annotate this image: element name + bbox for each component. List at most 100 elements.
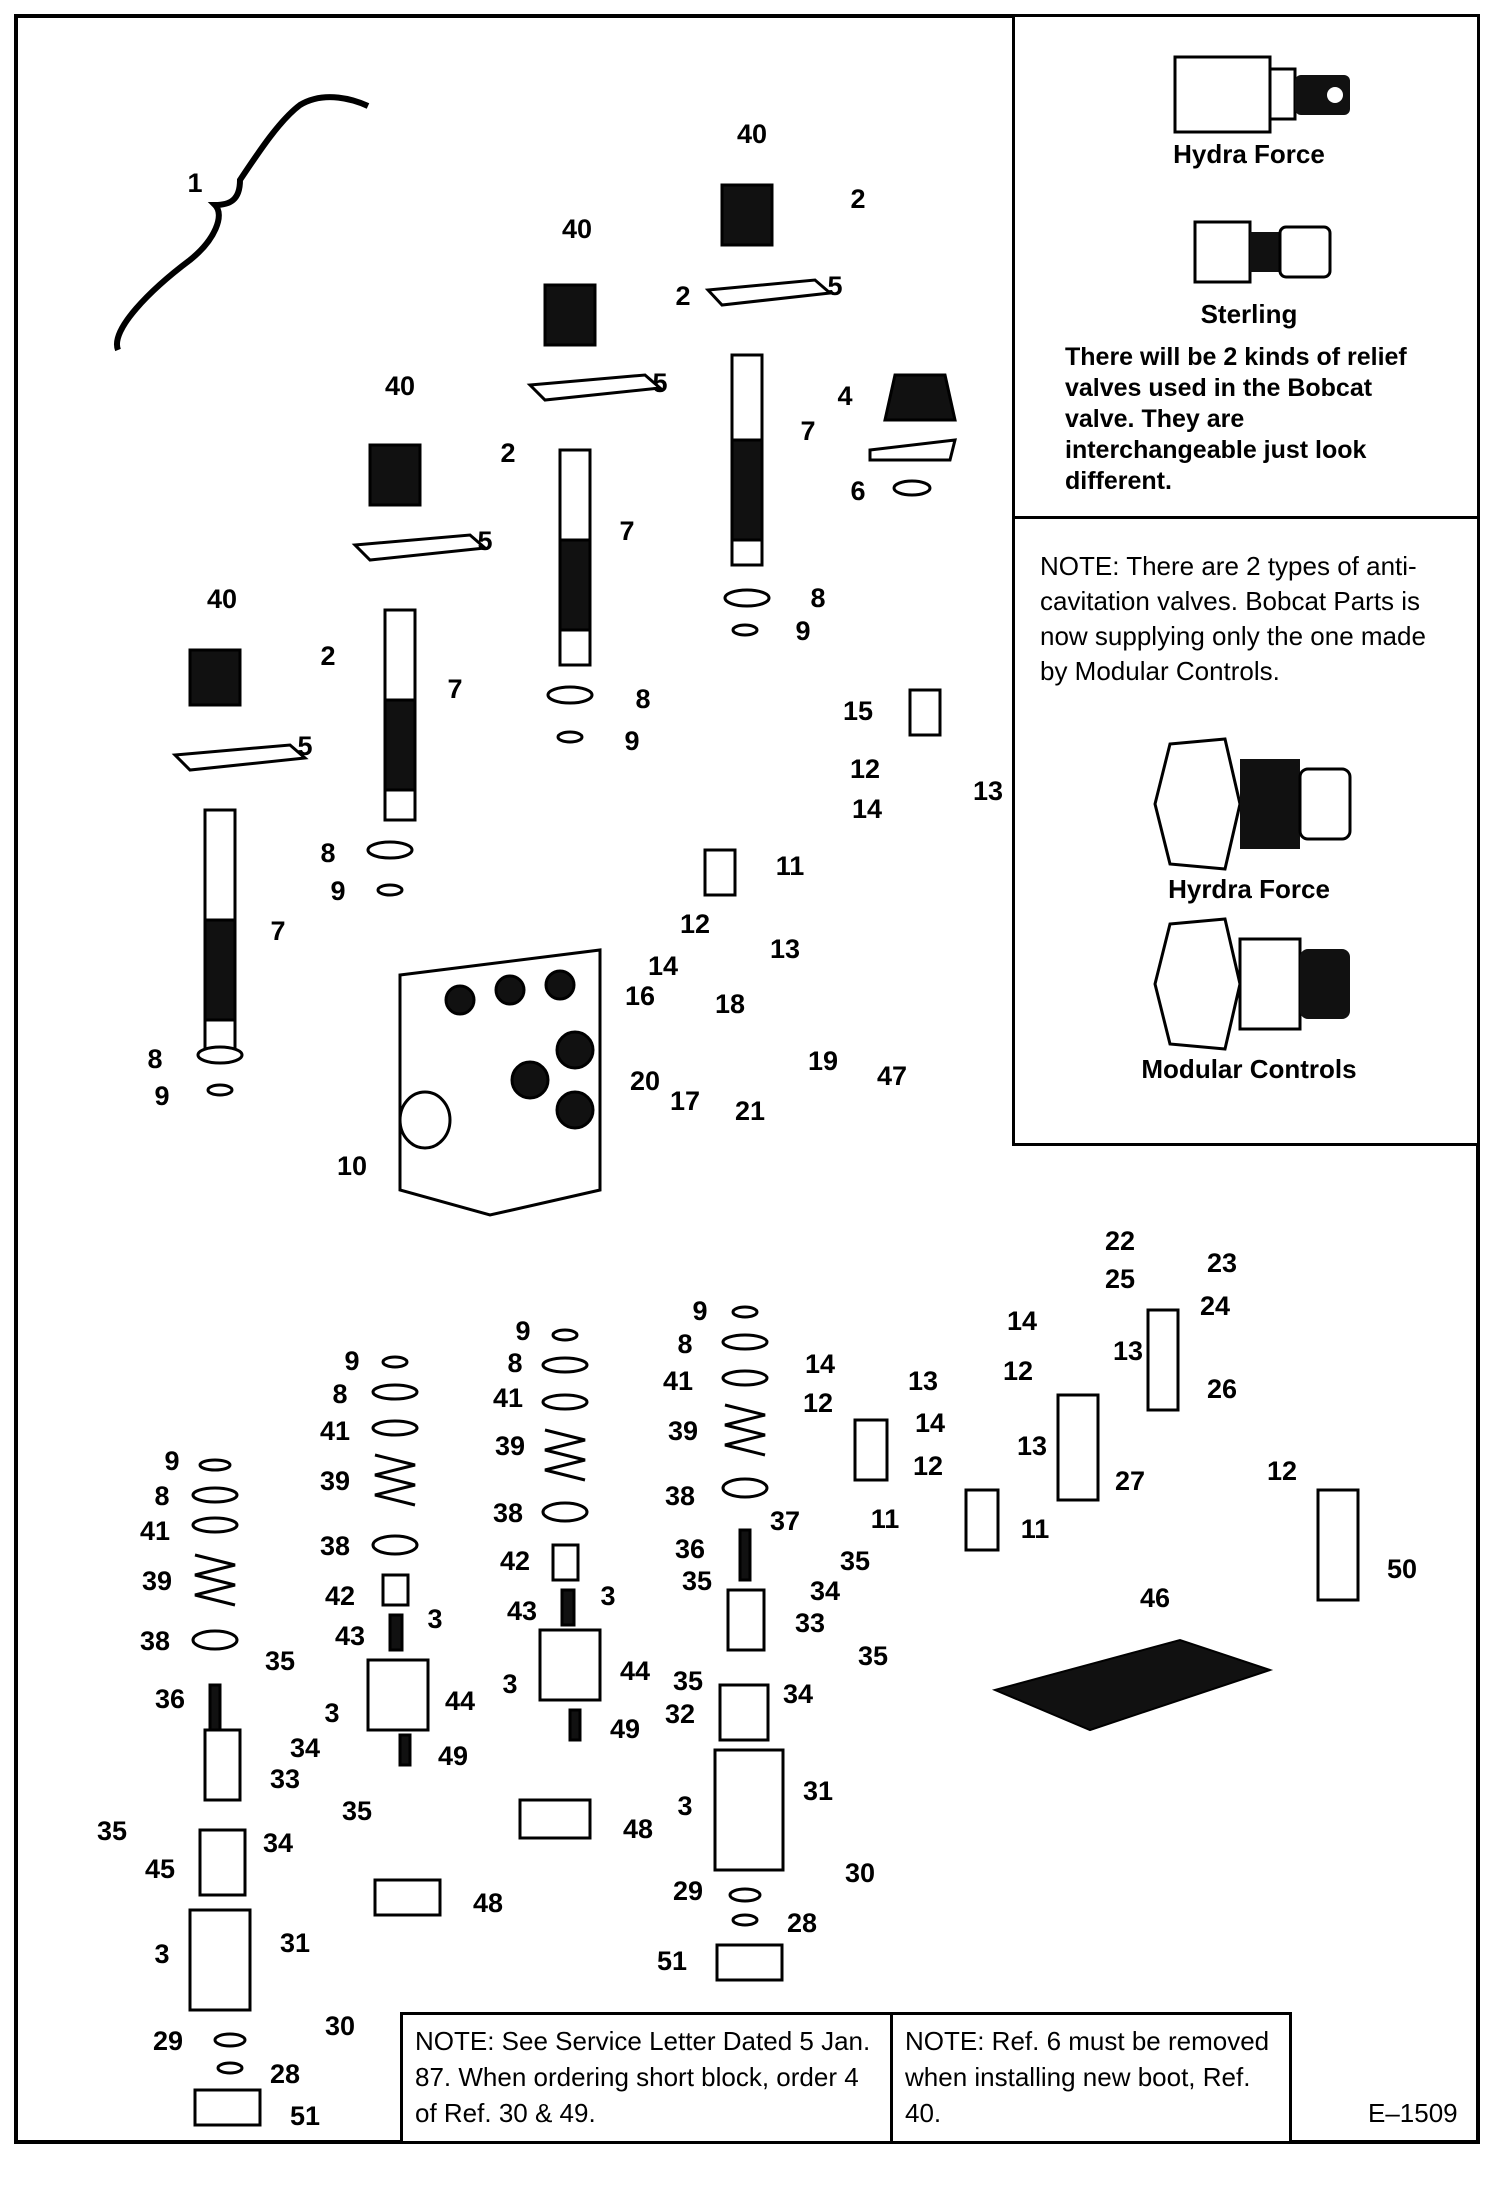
callout-k44c: 44 — [620, 1656, 650, 1686]
cartridge-stack-3 — [518, 1328, 602, 1840]
cartridge-stack-4 — [713, 1305, 785, 1982]
callout-c7c: 7 — [619, 516, 634, 546]
callout-c9d: 9 — [795, 616, 810, 646]
callout-k8a: 8 — [154, 1481, 169, 1511]
anti-cavitation-note: NOTE: There are 2 types of anti-cavitati… — [1040, 551, 1426, 686]
callout-k51a: 51 — [290, 2101, 320, 2131]
callout-c27: 27 — [1115, 1466, 1145, 1496]
callout-k28d: 28 — [787, 1908, 817, 1938]
hydra-force-anticav-icon — [1153, 737, 1352, 871]
callout-k33a: 33 — [270, 1764, 300, 1794]
callout-k35a: 35 — [265, 1646, 295, 1676]
callout-c13c: 13 — [1113, 1336, 1143, 1366]
callout-k34a: 34 — [290, 1733, 320, 1763]
callout-k49c: 49 — [610, 1714, 640, 1744]
callout-c7a: 7 — [270, 916, 285, 946]
callout-k32: 32 — [665, 1699, 695, 1729]
callout-c7b: 7 — [447, 674, 462, 704]
callout-k8c: 8 — [507, 1348, 522, 1378]
callout-k41c: 41 — [493, 1383, 523, 1413]
bottom-valve-26 — [1146, 1308, 1180, 1412]
callout-k35g: 35 — [858, 1641, 888, 1671]
callout-c15: 15 — [843, 696, 873, 726]
callout-c21: 21 — [735, 1096, 765, 1126]
callout-c2a: 2 — [320, 641, 335, 671]
callout-c40c: 40 — [562, 214, 592, 244]
callout-c14a: 14 — [852, 794, 882, 824]
spool-assembly-2 — [351, 443, 489, 897]
spool-assembly-1 — [171, 648, 309, 1097]
callout-k51d: 51 — [657, 1946, 687, 1976]
callout-k44b: 44 — [445, 1686, 475, 1716]
callout-c12e: 12 — [913, 1451, 943, 1481]
callout-k42c: 42 — [500, 1546, 530, 1576]
callout-k48b: 48 — [623, 1814, 653, 1844]
callout-k43b: 43 — [335, 1621, 365, 1651]
callout-c10: 10 — [337, 1151, 367, 1181]
callout-k31d: 31 — [803, 1776, 833, 1806]
callout-c11c: 11 — [1021, 1514, 1050, 1544]
callout-c9b: 9 — [330, 876, 345, 906]
callout-k35f: 35 — [673, 1666, 703, 1696]
callout-k38d: 38 — [665, 1481, 695, 1511]
boot-note-box: NOTE: Ref. 6 must be removed when instal… — [890, 2012, 1292, 2144]
callout-c19: 19 — [808, 1046, 838, 1076]
callout-c2c: 2 — [675, 281, 690, 311]
callout-c6: 6 — [850, 476, 865, 506]
sterling-relief-icon — [1193, 220, 1332, 284]
plug-11c — [964, 1488, 1000, 1552]
callout-c8b: 8 — [320, 838, 335, 868]
callout-k29a: 29 — [153, 2026, 183, 2056]
boot-note: NOTE: Ref. 6 must be removed when instal… — [905, 2026, 1270, 2128]
decal-part — [991, 1638, 1274, 1732]
callout-c13b: 13 — [770, 934, 800, 964]
cartridge-stack-1 — [188, 1458, 262, 2127]
plug-11b — [853, 1418, 889, 1482]
callout-k3d: 3 — [600, 1581, 615, 1611]
callout-k3b: 3 — [427, 1604, 442, 1634]
callout-c16: 16 — [625, 981, 655, 1011]
callout-k3e: 3 — [502, 1669, 517, 1699]
callout-c12c: 12 — [1003, 1356, 1033, 1386]
callout-k38a: 38 — [140, 1626, 170, 1656]
callout-k35d: 35 — [840, 1546, 870, 1576]
hydra-force-label: Hydra Force — [1173, 139, 1325, 169]
callout-k9c: 9 — [515, 1316, 530, 1346]
callout-c2b: 2 — [500, 438, 515, 468]
callout-c18: 18 — [715, 989, 745, 1019]
callout-k9b: 9 — [344, 1346, 359, 1376]
modular-controls-label: Modular Controls — [1141, 1054, 1357, 1084]
callout-k36d: 36 — [675, 1534, 705, 1564]
bottom-valve-27 — [1056, 1393, 1100, 1502]
callout-c7d: 7 — [800, 416, 815, 446]
boot-part — [868, 373, 957, 497]
relief-valve-15 — [908, 688, 942, 737]
callout-c8c: 8 — [635, 684, 650, 714]
hose-part — [113, 94, 370, 352]
callout-k29d: 29 — [673, 1876, 703, 1906]
callout-k28a: 28 — [270, 2059, 300, 2089]
callout-k37: 37 — [770, 1506, 800, 1536]
callout-k8b: 8 — [332, 1379, 347, 1409]
callout-c13d: 13 — [908, 1366, 938, 1396]
callout-c14e: 14 — [915, 1408, 945, 1438]
callout-c8a: 8 — [147, 1044, 162, 1074]
callout-k41d: 41 — [663, 1366, 693, 1396]
callout-k8d: 8 — [677, 1329, 692, 1359]
callout-c9c: 9 — [624, 726, 639, 756]
callout-c13e: 13 — [1017, 1431, 1047, 1461]
spool-assembly-3 — [526, 283, 664, 744]
callout-k38c: 38 — [493, 1498, 523, 1528]
callout-k41a: 41 — [140, 1516, 170, 1546]
cartridge-stack-2 — [366, 1355, 442, 1917]
callout-k35b: 35 — [97, 1816, 127, 1846]
callout-c40a: 40 — [207, 584, 237, 614]
callout-c12f: 12 — [1267, 1456, 1297, 1486]
callout-k34d: 34 — [810, 1576, 840, 1606]
callout-c5c: 5 — [652, 368, 667, 398]
callout-k43c: 43 — [507, 1596, 537, 1626]
modular-controls-anticav-icon — [1153, 917, 1350, 1051]
callout-c23: 23 — [1207, 1248, 1237, 1278]
